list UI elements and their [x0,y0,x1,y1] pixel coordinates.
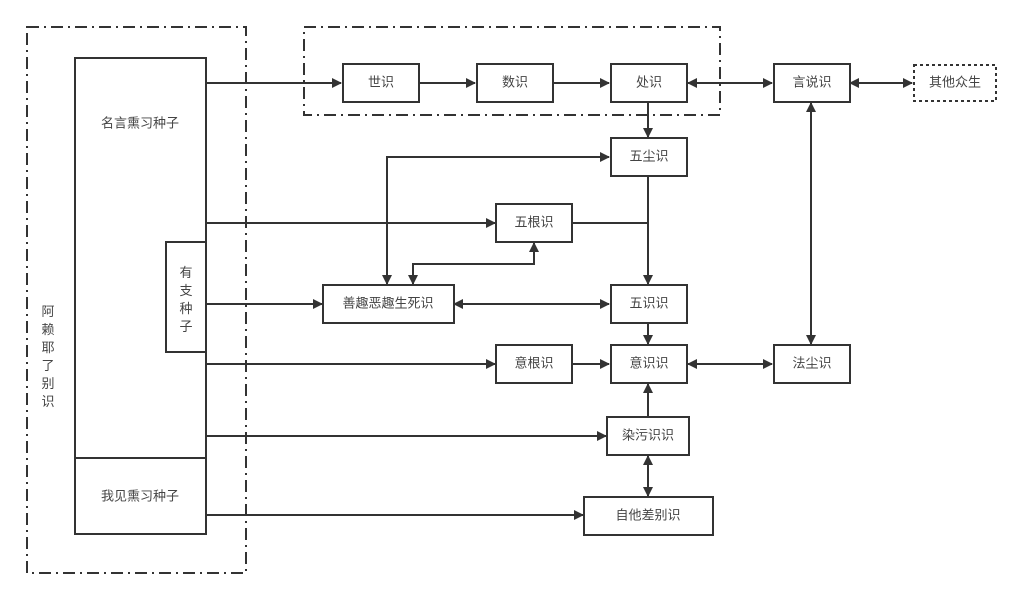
node-chu[interactable]: 处识 [610,63,688,103]
node-shi[interactable]: 世识 [342,63,420,103]
node-fachen-label: 法尘识 [792,357,831,372]
node-fachen[interactable]: 法尘识 [773,344,851,384]
node-qita[interactable]: 其他众生 [913,64,997,102]
node-yishi[interactable]: 意识识 [610,344,688,384]
node-wuchen[interactable]: 五尘识 [610,137,688,177]
node-chu-label: 处识 [636,76,662,91]
node-shu[interactable]: 数识 [476,63,554,103]
node-youzhi-label: 有支种子 [179,266,192,335]
alaya-group [26,26,247,574]
svg-text:阿赖耶了别识: 阿赖耶了别识 [41,305,54,410]
node-zita-label: 自他差别识 [615,509,680,524]
node-ranwu-label: 染污识识 [622,429,674,444]
node-zita[interactable]: 自他差别识 [583,496,714,536]
node-yanshuo-label: 言说识 [792,76,831,91]
node-wugen[interactable]: 五根识 [495,203,573,243]
alaya-group-label: 阿赖耶了别识 [41,305,54,410]
edge-wugen-shanqu [408,242,539,285]
node-yigen-label: 意根识 [514,356,553,372]
node-wugen-label: 五根识 [514,216,553,231]
node-yishi-label: 意识识 [629,356,668,372]
node-wushi[interactable]: 五识识 [610,284,688,324]
node-wuchen-label: 五尘识 [629,150,668,165]
node-wojian[interactable]: 我见熏习种子 [74,457,207,535]
edge-shanqu-wuchen [382,152,610,285]
node-qita-label: 其他众生 [929,76,981,91]
top-knowledge-group [303,26,721,116]
edges [206,78,913,520]
node-yigen[interactable]: 意根识 [495,344,573,384]
node-ranwu[interactable]: 染污识识 [606,416,690,456]
node-wojian-label: 我见熏习种子 [101,490,179,505]
node-youzhi[interactable]: 有支种子 [165,241,207,353]
node-shanqu[interactable]: 善趣恶趣生死识 [322,284,455,324]
node-shi-label: 世识 [368,76,394,91]
node-shanqu-label: 善趣恶趣生死识 [342,296,433,312]
node-mingyan-label: 名言熏习种子 [101,116,179,132]
node-yanshuo[interactable]: 言说识 [773,63,851,103]
node-wushi-label: 五识识 [629,297,668,312]
node-shu-label: 数识 [502,76,528,91]
